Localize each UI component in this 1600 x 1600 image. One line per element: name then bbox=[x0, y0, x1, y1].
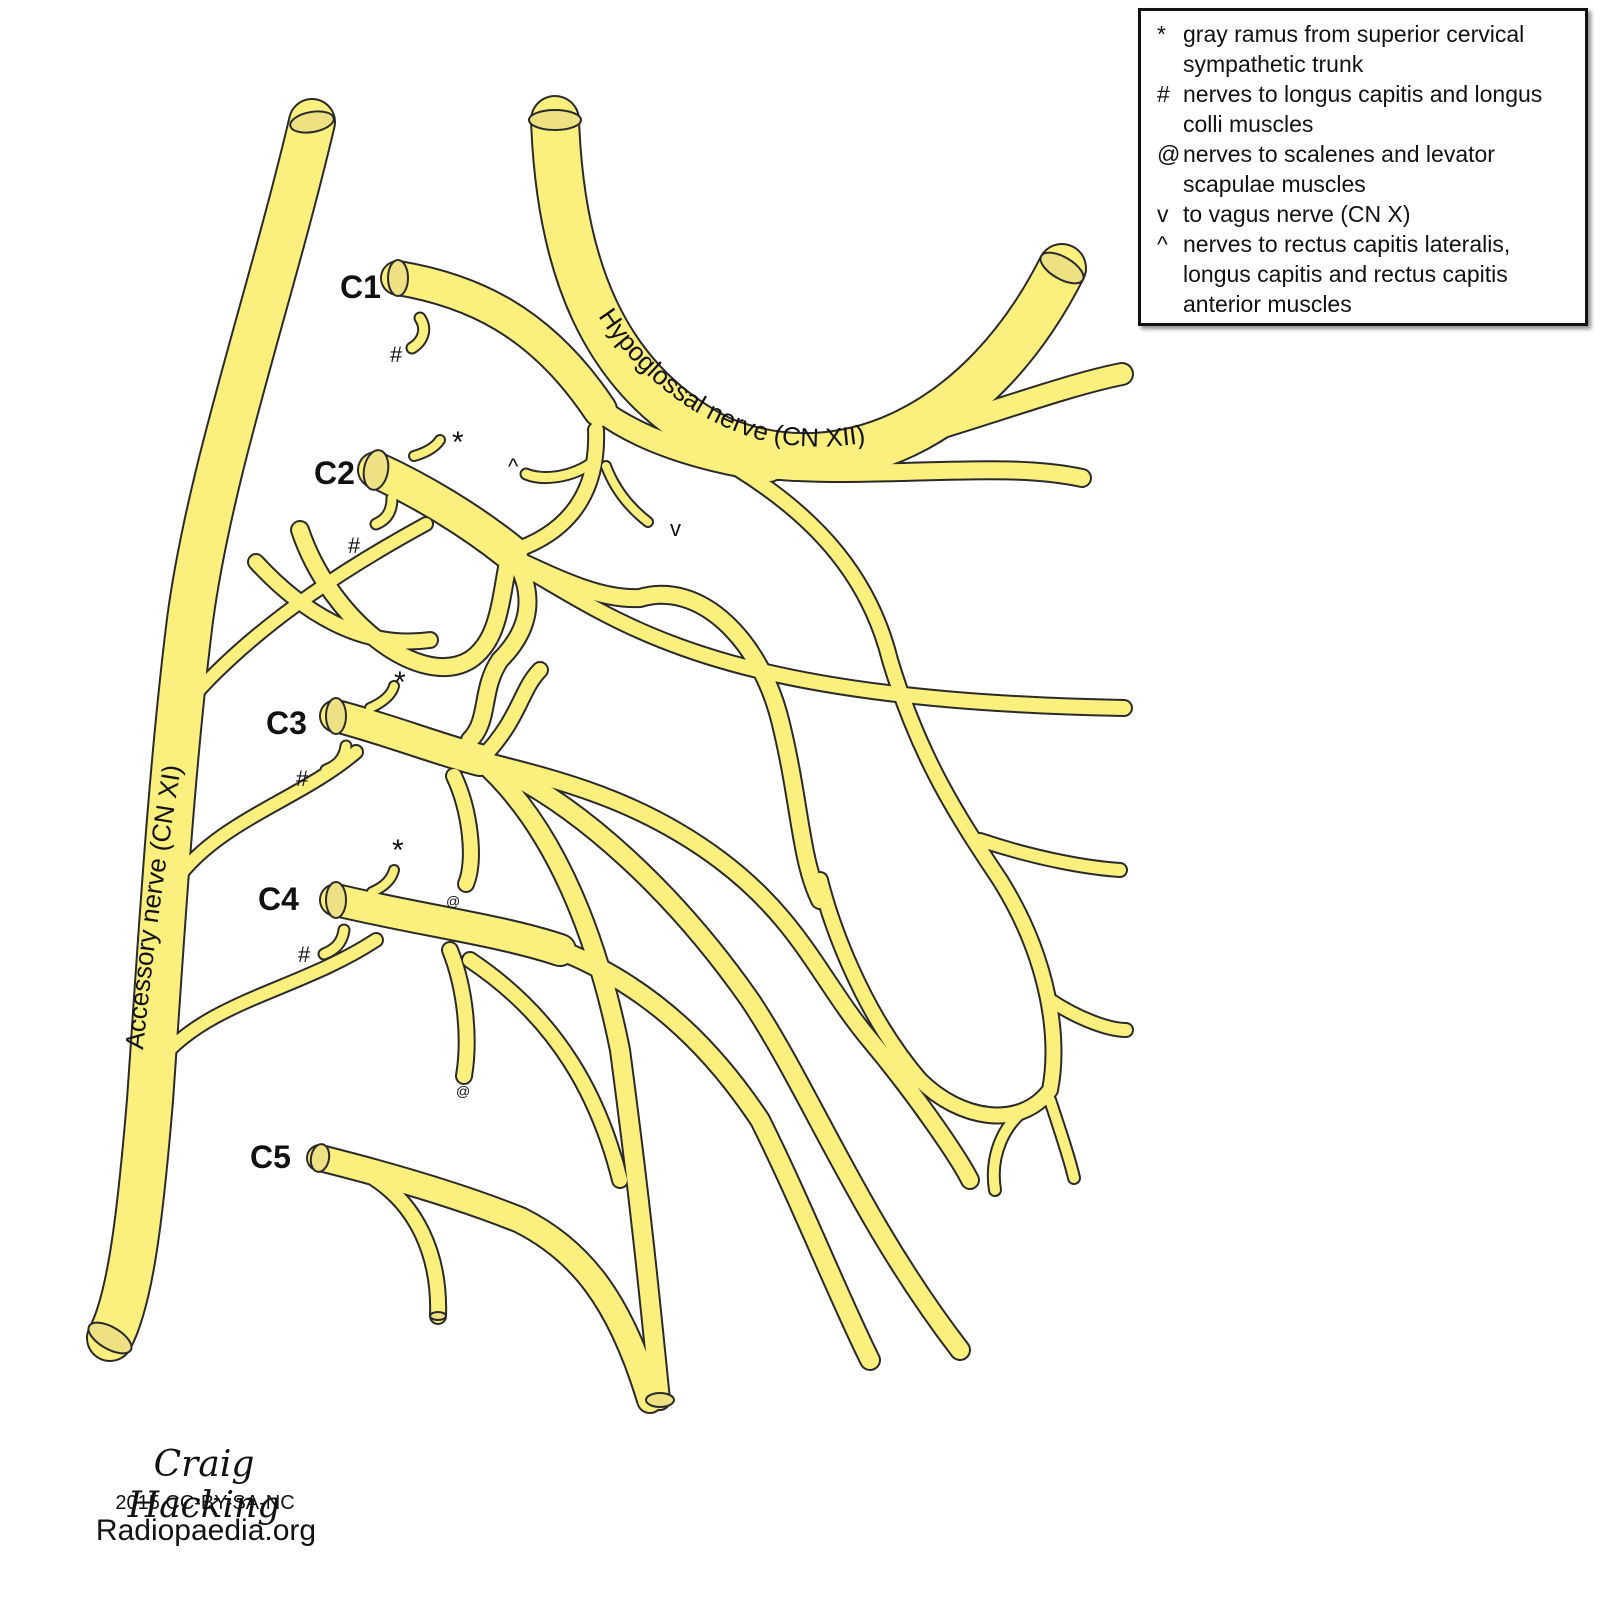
c3-to-c2-join bbox=[473, 663, 547, 767]
legend-text: nerves to scalenes and levator scapulae … bbox=[1183, 141, 1495, 197]
legend-symbol: # bbox=[1157, 81, 1170, 107]
c4-main-branch bbox=[551, 941, 879, 1369]
legend-symbol: * bbox=[1157, 21, 1166, 47]
c4-scalenes-twig bbox=[443, 943, 474, 1083]
legend-text: gray ramus from superior cervical sympat… bbox=[1183, 21, 1525, 77]
transverse-cervical bbox=[503, 553, 1131, 715]
marker-vagus: v bbox=[670, 516, 681, 541]
descending-cervical bbox=[733, 463, 1061, 1123]
legend-item-vagus: v to vagus nerve (CN X) bbox=[1157, 199, 1573, 229]
phrenic-end bbox=[645, 1392, 675, 1408]
c3-accessory-comm bbox=[170, 746, 362, 886]
lesser-supraclavicular bbox=[472, 752, 978, 1188]
marker-scalenes-c3: @ bbox=[446, 893, 460, 909]
marker-scalenes-c4: @ bbox=[456, 1083, 470, 1099]
legend-text: to vagus nerve (CN X) bbox=[1183, 201, 1411, 227]
hypoglossal-right-end bbox=[1039, 251, 1085, 285]
legend-text: nerves to rectus capitis lateralis, long… bbox=[1183, 231, 1511, 317]
nerve-branches bbox=[86, 95, 1134, 1414]
c3-root bbox=[321, 701, 495, 775]
hypoglossal-nerve bbox=[532, 97, 1085, 481]
c5-root bbox=[308, 1146, 662, 1412]
c4-gray-ramus bbox=[368, 866, 398, 896]
legend-item-longus: # nerves to longus capitis and longus co… bbox=[1157, 79, 1573, 139]
marker-longus-c1: # bbox=[390, 342, 403, 367]
accessory-nerve-top-end bbox=[289, 110, 335, 134]
c5-branch bbox=[353, 1163, 446, 1323]
legend-symbol: @ bbox=[1157, 141, 1181, 167]
level-label-c1: C1 bbox=[340, 269, 381, 305]
accessory-nerve-bottom-end bbox=[87, 1321, 133, 1355]
ansa-superior-root bbox=[503, 423, 604, 559]
c3-scalenes-twig bbox=[447, 769, 478, 891]
c3-posterior-branch bbox=[471, 751, 969, 1359]
phrenic-upper bbox=[471, 751, 669, 1409]
hypo-tail-lower bbox=[762, 462, 1090, 486]
hypo-tail-upper bbox=[760, 364, 1132, 480]
marker-gray-ramus-c2: * bbox=[452, 426, 464, 459]
c5-branch-end bbox=[429, 1311, 447, 1321]
supraclavicular-mid bbox=[1044, 994, 1132, 1036]
marker-gray-ramus-c4: * bbox=[392, 834, 404, 867]
c4-longus-twig bbox=[319, 925, 349, 959]
level-label-c4: C4 bbox=[258, 881, 299, 917]
license-text: 2015 CC-BY-SA-NC bbox=[115, 1492, 295, 1514]
level-label-c2: C2 bbox=[314, 455, 355, 491]
c2-lesser-occipital bbox=[249, 555, 437, 649]
c2-root bbox=[359, 453, 527, 569]
legend-symbol: ^ bbox=[1157, 231, 1168, 257]
c3-root-end bbox=[325, 697, 347, 735]
legend-item-gray-ramus: * gray ramus from superior cervical symp… bbox=[1157, 19, 1573, 79]
c2-longus-twig bbox=[371, 493, 397, 529]
level-label-c5: C5 bbox=[250, 1139, 291, 1175]
c4-phrenic-join bbox=[463, 953, 627, 1187]
hypo-lower-branch bbox=[974, 834, 1126, 876]
site-name: Radiopaedia.org bbox=[95, 1514, 317, 1547]
vagus-twig bbox=[602, 462, 652, 526]
ansa-lower-fork-2 bbox=[1045, 1095, 1079, 1183]
c1-root-end bbox=[387, 259, 409, 297]
c2-root-end bbox=[362, 449, 390, 491]
c5-root-end bbox=[309, 1143, 331, 1173]
c4-root-end bbox=[325, 881, 347, 919]
c4-root bbox=[321, 885, 575, 965]
hypoglossal-top-end bbox=[528, 109, 582, 131]
rectus-twig bbox=[521, 455, 601, 482]
great-auricular bbox=[492, 544, 828, 908]
nerve-cut-ends bbox=[87, 109, 1085, 1408]
legend-text: nerves to longus capitis and longus coll… bbox=[1183, 81, 1543, 137]
c1-longus-twig bbox=[407, 313, 429, 353]
marker-longus-c2: # bbox=[348, 533, 361, 558]
author-signature: Craig Hacking bbox=[127, 1444, 281, 1526]
marker-longus-c4: # bbox=[298, 942, 311, 967]
c2-accessory-comm bbox=[184, 518, 432, 706]
marker-longus-c3: # bbox=[296, 766, 309, 791]
marker-rectus: ^ bbox=[508, 454, 519, 479]
c2-gray-ramus bbox=[410, 436, 444, 460]
level-label-c3: C3 bbox=[266, 705, 307, 741]
legend-item-rectus: ^ nerves to rectus capitis lateralis, lo… bbox=[1157, 229, 1573, 319]
c2-to-c3-loop bbox=[462, 544, 536, 748]
legend-symbol: v bbox=[1157, 201, 1169, 227]
c3-gray-ramus bbox=[366, 682, 398, 712]
legend-item-scalenes: @ nerves to scalenes and levator scapula… bbox=[1157, 139, 1573, 199]
c2-to-c1-loop bbox=[292, 522, 518, 675]
ansa-lower-fork-1 bbox=[988, 1095, 1045, 1195]
legend-box: * gray ramus from superior cervical symp… bbox=[1138, 8, 1588, 326]
c4-accessory-comm bbox=[154, 934, 382, 1066]
marker-gray-ramus-c3: * bbox=[394, 666, 406, 699]
accessory-nerve bbox=[88, 100, 334, 1360]
c1-root bbox=[382, 262, 616, 426]
